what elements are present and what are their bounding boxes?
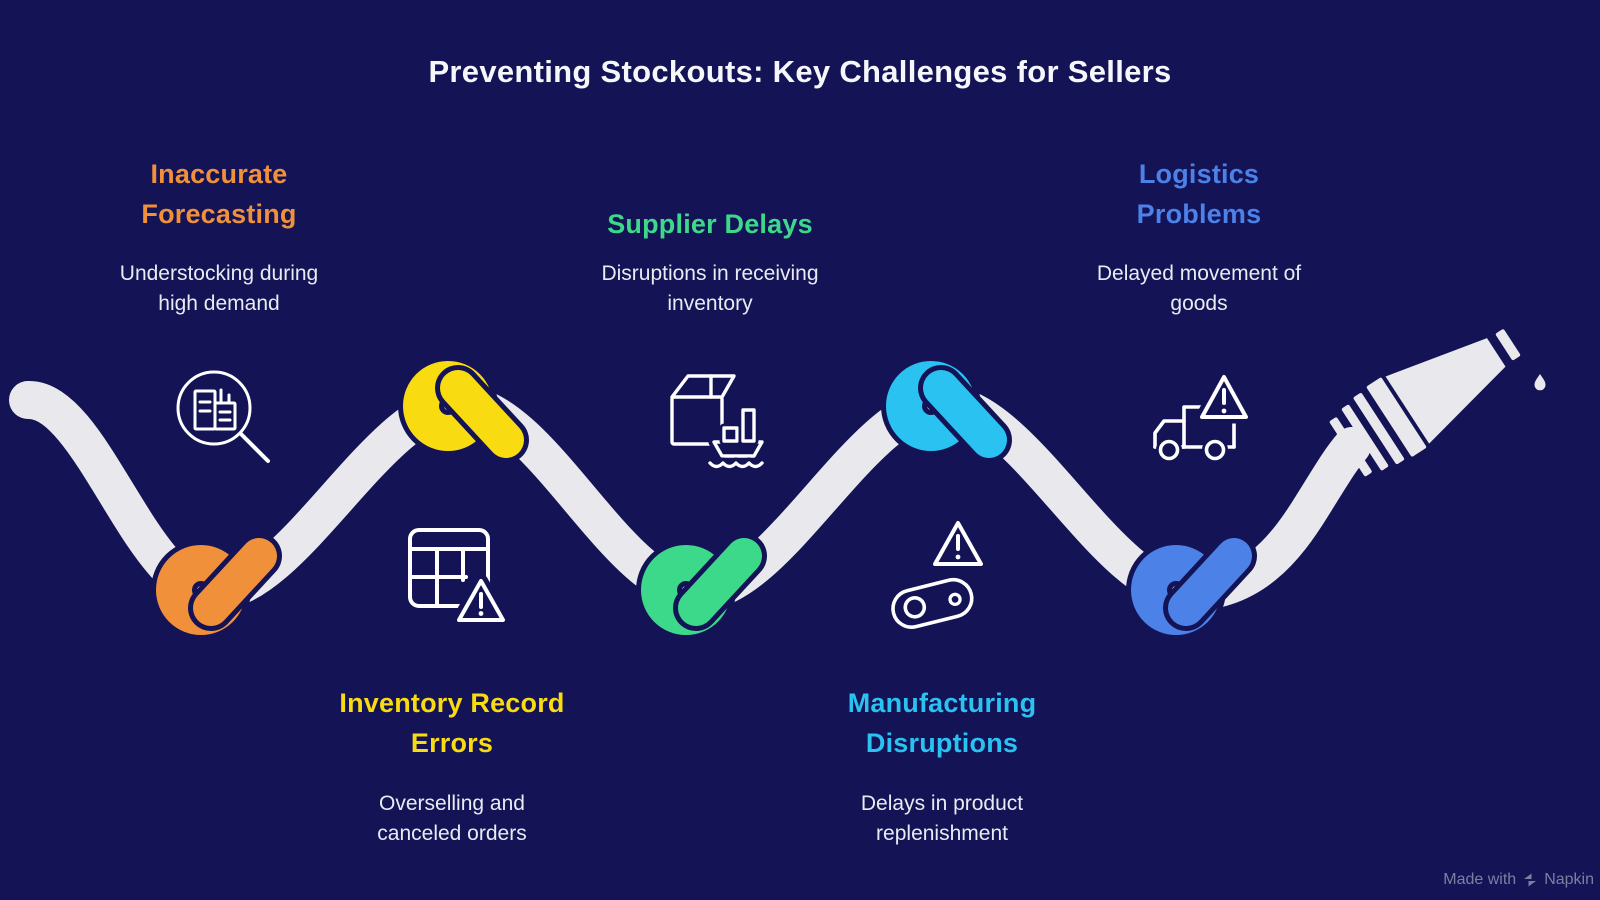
knot-logistics-problems [1126,533,1257,640]
napkin-logo-icon [1524,873,1537,887]
watermark-brand: Napkin [1544,871,1594,888]
truck-warning-icon [1153,370,1253,463]
package-ship-icon [670,374,768,469]
table-warning-icon [408,528,510,627]
napkin-watermark[interactable]: Made with Napkin [1443,871,1594,889]
knot-inaccurate-forecasting [151,533,282,640]
knot-supplier-delays [636,533,767,640]
knot-manufacturing-disruptions [881,356,1012,463]
hose-nozzle-icon [1329,329,1521,477]
label-logistics-problems: Logistics Problems [1136,159,1262,229]
water-droplet-icon [1534,374,1546,391]
label-inventory-record-errors: Inventory Record Errors [339,688,565,758]
page-title: Preventing Stockouts: Key Challenges for… [428,54,1172,89]
description-logistics-problems: Delayed movement of goods [1096,262,1302,315]
report-magnifier-icon [176,370,270,463]
description-manufacturing-disruptions: Delays in product replenishment [860,792,1024,845]
machine-warning-icon [891,521,983,629]
description-inventory-record-errors: Overselling and canceled orders [377,792,527,845]
description-inaccurate-forecasting: Understocking during high demand [119,262,319,315]
knot-inventory-record-errors [398,356,529,463]
label-manufacturing-disruptions: Manufacturing Disruptions [847,688,1037,758]
label-inaccurate-forecasting: Inaccurate Forecasting [141,159,297,229]
description-supplier-delays: Disruptions in receiving inventory [601,262,819,315]
label-supplier-delays: Supplier Delays [607,209,813,239]
watermark-text: Made with [1443,871,1517,888]
